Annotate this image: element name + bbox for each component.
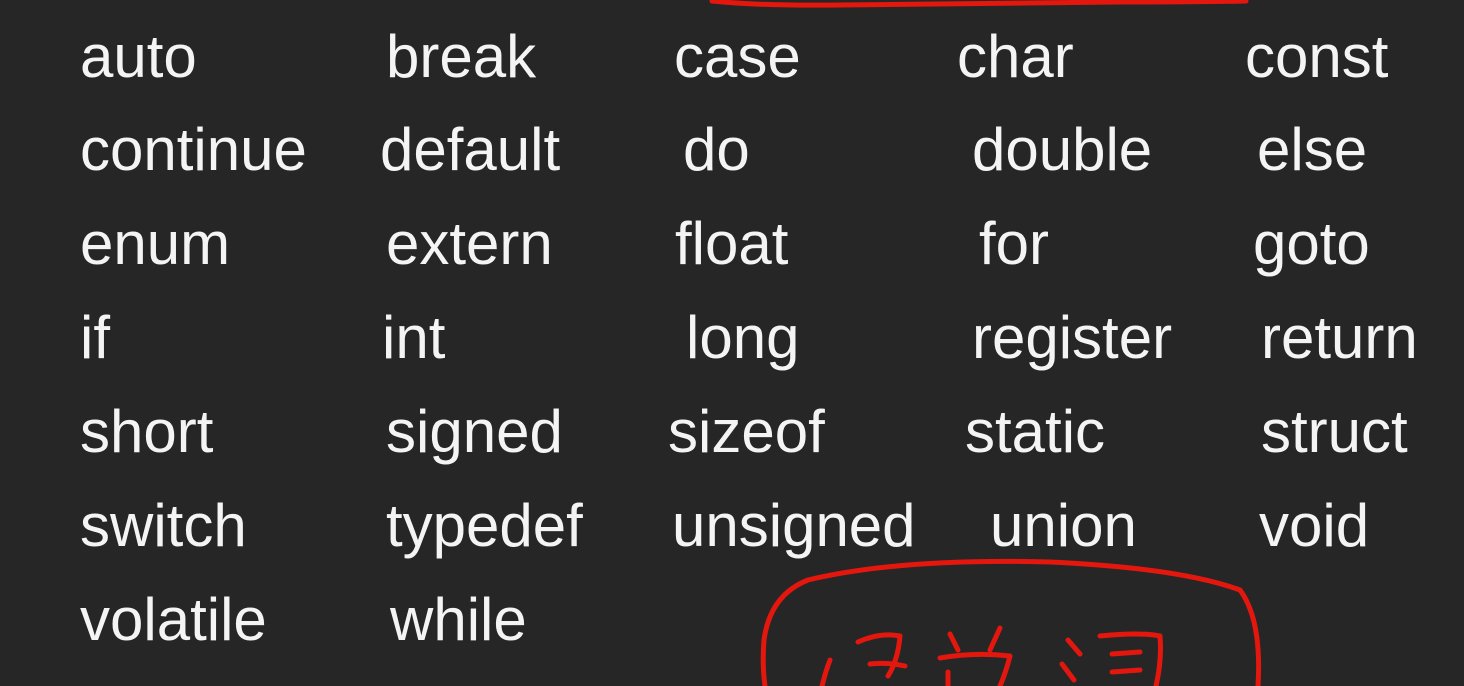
keyword-static: static: [965, 398, 1106, 465]
keyword-sizeof: sizeof: [668, 398, 825, 465]
keyword-switch: switch: [80, 492, 247, 559]
keyword-signed: signed: [386, 398, 563, 465]
keyword-enum: enum: [80, 210, 231, 277]
keyword-double: double: [972, 116, 1153, 183]
handwriting-stroke-4: [1059, 631, 1163, 686]
keyword-break: break: [386, 23, 537, 90]
top-stroke: [709, 0, 1249, 8]
keyword-case: case: [674, 23, 801, 90]
keyword-auto: auto: [80, 23, 197, 90]
keyword-unsigned: unsigned: [672, 492, 916, 559]
handwriting-stroke-1: [819, 657, 833, 686]
circle-stroke: [760, 558, 1262, 686]
keyword-union: union: [990, 492, 1137, 559]
keyword-float: float: [675, 210, 789, 277]
keyword-else: else: [1257, 116, 1368, 183]
keyword-for: for: [979, 210, 1050, 277]
keyword-while: while: [390, 586, 527, 653]
keyword-return: return: [1261, 304, 1418, 371]
keyword-short: short: [80, 398, 214, 465]
keyword-extern: extern: [386, 210, 553, 277]
keyword-register: register: [972, 304, 1173, 371]
keyword-volatile: volatile: [80, 586, 267, 653]
keyword-const: const: [1245, 23, 1389, 90]
keyword-default: default: [380, 116, 561, 183]
keyword-do: do: [683, 116, 750, 183]
keyword-char: char: [957, 23, 1074, 90]
keyword-void: void: [1259, 492, 1370, 559]
keyword-goto: goto: [1253, 210, 1370, 277]
handwriting-stroke-2: [855, 632, 908, 679]
keyword-long: long: [686, 304, 800, 371]
keyword-if: if: [80, 304, 110, 371]
keyword-continue: continue: [80, 116, 307, 183]
keyword-typedef: typedef: [386, 492, 583, 559]
keyword-struct: struct: [1261, 398, 1408, 465]
handwriting-stroke-3: [937, 625, 1013, 686]
keyword-int: int: [382, 304, 446, 371]
